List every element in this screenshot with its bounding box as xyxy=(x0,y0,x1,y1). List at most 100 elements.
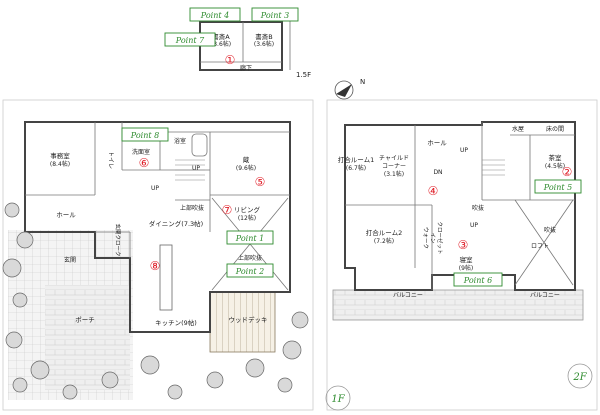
marker-1: ① xyxy=(225,53,236,67)
stair-void-label: 上部吹抜 xyxy=(180,204,204,212)
corridor-label: 廊下 xyxy=(240,64,252,72)
meeting1-size: (6.7帖) xyxy=(346,164,366,172)
tree-icon xyxy=(62,384,78,400)
tree-icon xyxy=(5,331,23,349)
porch-label: ポーチ xyxy=(75,316,95,324)
hall-1f-label: ホール xyxy=(56,211,76,219)
point-3: Point 3 xyxy=(251,7,299,22)
dining-label: ダイニング(7.3帖) xyxy=(149,219,203,228)
office-size: (8.4帖) xyxy=(50,160,70,168)
up-1f-label-1: UP xyxy=(151,185,159,192)
second-floor-frame xyxy=(326,99,598,411)
kitchen-label: キッチン(9帖) xyxy=(155,318,197,327)
dn-label: DN xyxy=(433,169,442,176)
point-1-label: Point 1 xyxy=(235,234,264,243)
tree-icon xyxy=(101,371,119,389)
tree-icon xyxy=(16,231,34,249)
wood-deck-area xyxy=(209,291,276,353)
entrance-label: 玄関 xyxy=(64,256,76,264)
floor-1f-label: 1F xyxy=(331,394,345,405)
tokonoma-label: 床の間 xyxy=(546,125,564,133)
marker-7: ⑦ xyxy=(222,203,233,217)
walk-in-label-3: クローゼット xyxy=(436,221,444,254)
study-a-size: (3.6帖) xyxy=(211,40,231,48)
floor-2f-label: 2F xyxy=(572,372,587,383)
point-8: Point 8 xyxy=(121,127,169,142)
trees-layer xyxy=(2,202,309,400)
point-2-label: Point 2 xyxy=(235,267,264,276)
point-7: Point 7 xyxy=(164,32,216,47)
first-floor-plan: 事務室 (8.4帖) トイレ 洗面室 浴室 蔵 (9.6帖) ホール UP UP… xyxy=(2,99,314,411)
tea-room-size: (4.5帖) xyxy=(545,162,565,170)
child-corner-label-2: コーナー xyxy=(382,163,406,170)
void-2f-label: 吹抜 xyxy=(472,204,484,212)
tea-room-label: 茶室 xyxy=(549,153,563,162)
void-2f-label-2: 吹抜 xyxy=(544,226,556,234)
up-2f-label: UP xyxy=(460,147,468,154)
mezzanine-plan: 書斎A (3.6帖) 書斎B (3.6帖) 廊下 1.5F xyxy=(199,20,311,79)
study-a-label: 書斎A xyxy=(212,32,230,41)
site-boundary xyxy=(2,99,314,411)
bath-label: 浴室 xyxy=(174,137,186,145)
storage-size: (9.6帖) xyxy=(236,164,256,172)
point-2: Point 2 xyxy=(226,263,274,278)
loft-label: ロフト xyxy=(531,243,549,250)
second-floor-plan: ホール 水屋 床の間 UP DN 打合ルーム1 (6.7帖) チャイルド コーナ… xyxy=(326,99,598,411)
bath-tub xyxy=(191,133,208,157)
tree-icon xyxy=(245,358,265,378)
point-4-label: Point 4 xyxy=(200,11,229,20)
study-b-label: 書斎B xyxy=(255,32,272,41)
compass: N xyxy=(334,78,365,100)
tree-icon xyxy=(140,355,160,375)
balcony-area xyxy=(332,289,584,321)
tree-icon xyxy=(277,377,293,393)
balcony-label-1: バルコニー xyxy=(393,292,423,299)
point-6-label: Point 6 xyxy=(463,276,492,285)
tree-icon xyxy=(282,340,302,360)
child-corner-size: (3.1帖) xyxy=(384,170,404,178)
compass-label: N xyxy=(360,78,365,86)
child-corner-label-1: チャイルド xyxy=(379,155,409,162)
meeting1-label: 打合ルーム1 xyxy=(338,155,374,164)
marker-4: ④ xyxy=(428,184,439,198)
floor-badge-1f: 1F xyxy=(325,385,351,411)
walk-in-label-1: ウォーク xyxy=(422,227,430,249)
tree-icon xyxy=(12,292,28,308)
up-1f-label-2: UP xyxy=(192,165,200,172)
balcony-label-2: バルコニー xyxy=(530,292,560,299)
point-5-label: Point 5 xyxy=(543,183,572,192)
bedroom-size: (9帖) xyxy=(459,264,474,272)
washroom-label: 洗面室 xyxy=(132,148,150,156)
marker-3: ③ xyxy=(458,238,469,252)
point-1: Point 1 xyxy=(226,230,274,245)
point-4: Point 4 xyxy=(189,7,241,22)
toilet-label: トイレ xyxy=(107,151,114,169)
compass-arrow-icon xyxy=(336,84,352,97)
kitchen-counter xyxy=(159,244,173,311)
up-2f-label-2: UP xyxy=(470,222,478,229)
hall-2f-label: ホール xyxy=(427,139,447,147)
office-label: 事務室 xyxy=(50,151,70,160)
closet-label: 玄関クローク xyxy=(114,223,122,256)
porch-paving xyxy=(45,285,130,390)
bedroom-label: 寝室 xyxy=(460,255,474,264)
void-above-label: 上部吹抜 xyxy=(238,254,262,262)
walk-in-label-2: イン xyxy=(429,232,435,244)
first-floor-outline xyxy=(24,121,291,333)
level-label: 1.5F xyxy=(296,71,311,79)
marker-5: ⑤ xyxy=(255,175,266,189)
tree-icon xyxy=(291,311,309,329)
point-7-label: Point 7 xyxy=(175,36,205,45)
tree-icon xyxy=(4,202,20,218)
tree-icon xyxy=(2,258,22,278)
meeting2-label: 打合ルーム2 xyxy=(366,228,402,237)
water-label: 水屋 xyxy=(512,125,524,133)
point-5: Point 5 xyxy=(534,179,582,194)
point-8-label: Point 8 xyxy=(130,131,159,140)
tree-icon xyxy=(206,371,224,389)
storage-label: 蔵 xyxy=(243,155,250,164)
marker-8: ⑧ xyxy=(150,259,161,273)
point-6: Point 6 xyxy=(453,272,503,287)
tree-icon xyxy=(30,360,50,380)
